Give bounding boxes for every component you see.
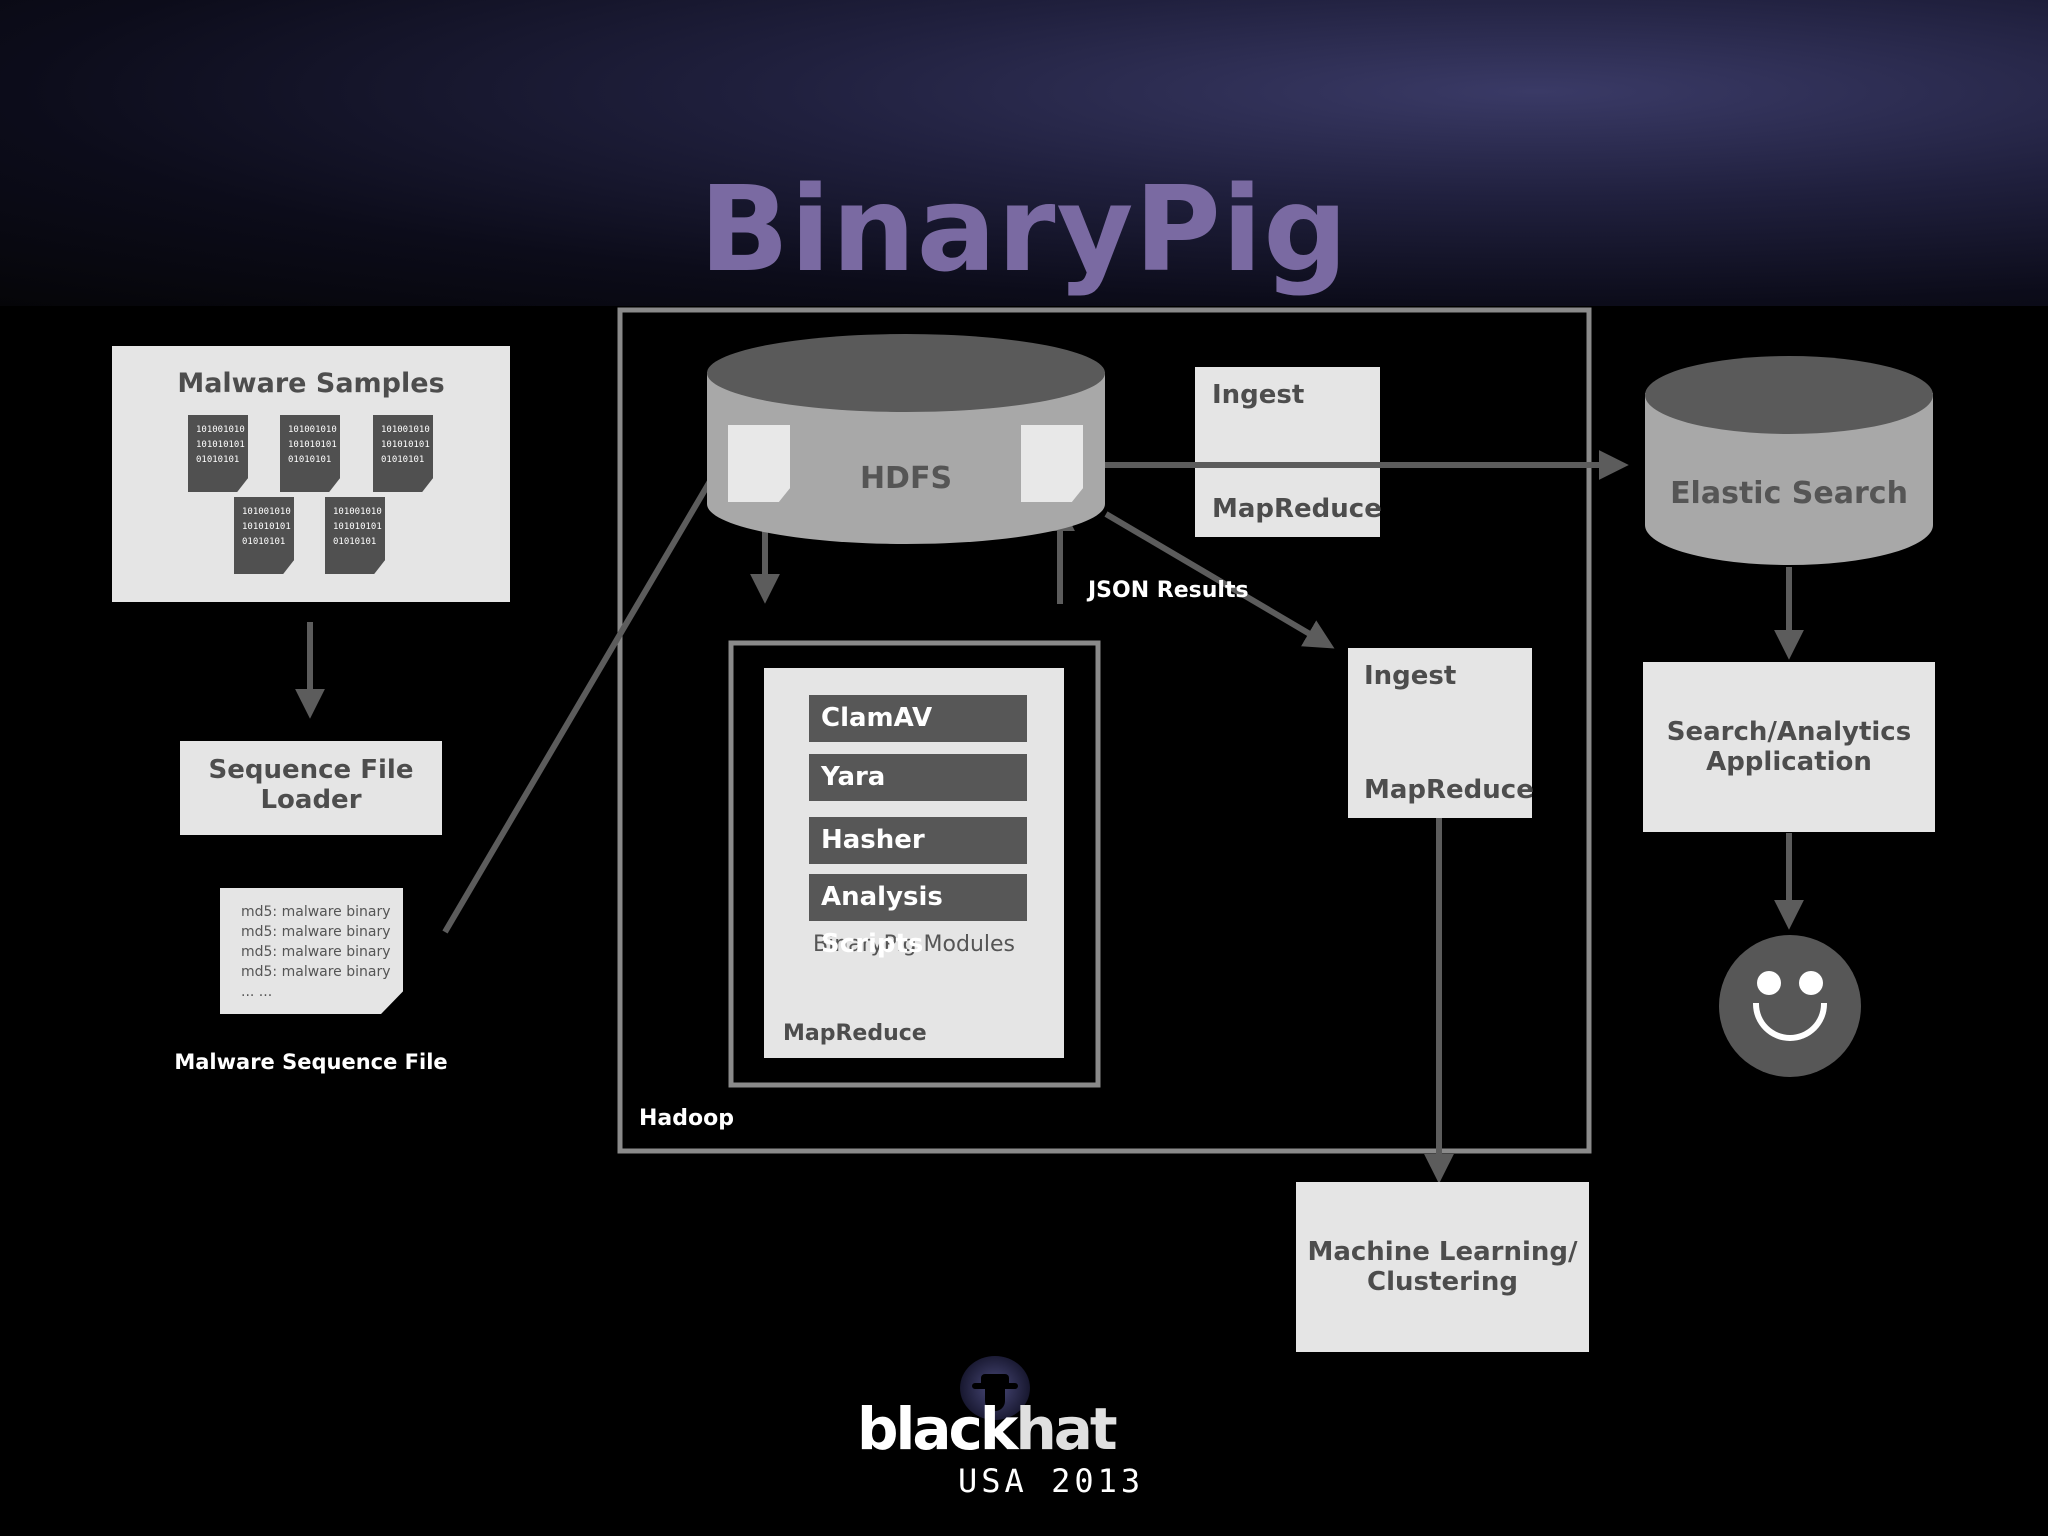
ingest-mapreduce-mid-box: Ingest MapReduce [1348,648,1534,818]
ingest-mapreduce-top-box: Ingest MapReduce [1195,367,1382,537]
mapreduce-modules-label: MapReduce [783,1021,927,1046]
hadoop-label: Hadoop [639,1106,734,1131]
hdfs-cylinder-top [707,334,1105,412]
document-icon [728,425,790,502]
ingest-mid-label: Ingest [1364,661,1457,691]
sequence-file-loader-label: Sequence File Loader [208,755,414,815]
module-yara: Yara [809,754,1027,801]
modules-frame [728,640,1101,1088]
logo-text: blackhat [857,1395,1118,1463]
module-hasher: Hasher [809,817,1027,864]
logo-subtitle: USA 2013 [958,1462,1145,1500]
machine-learning-box: Machine Learning/ Clustering [1296,1182,1589,1352]
malware-samples-box: Malware Samples [112,346,510,602]
hadoop-frame [617,307,1592,1154]
arrow-seqfile-to-hdfs [442,422,745,934]
sequence-file-loader-box: Sequence File Loader [180,741,442,835]
search-analytics-label: Search/Analytics Application [1666,717,1912,777]
arrow-hdfs-to-ingest [1104,511,1335,649]
sequence-file-caption: Malware Sequence File [174,1050,448,1074]
page-title: BinaryPig [699,160,1349,298]
modules-caption: BinaryPig Modules [764,932,1064,957]
header-banner [0,0,2048,306]
mapreduce-mid-label: MapReduce [1364,775,1534,805]
sequence-file-document: md5: malware binary md5: malware binary … [220,888,403,1014]
machine-learning-label: Machine Learning/ Clustering [1307,1237,1578,1297]
malware-samples-title: Malware Samples [177,368,445,399]
elastic-search-cylinder-top [1645,356,1933,434]
ingest-top-label: Ingest [1212,380,1305,410]
module-clamav: ClamAV [809,695,1027,742]
document-icon [1021,425,1083,502]
json-results-label: JSON Results [1088,578,1249,603]
black-hat-logo-icon [960,1356,1030,1420]
smiley-icon [1719,935,1861,1077]
elastic-search-label: Elastic Search [1670,476,1908,511]
module-analysis-scripts: Analysis Scripts [809,874,1027,959]
search-analytics-app-box: Search/Analytics Application [1643,662,1935,832]
mapreduce-top-label: MapReduce [1212,494,1382,524]
hdfs-label: HDFS [859,461,953,496]
